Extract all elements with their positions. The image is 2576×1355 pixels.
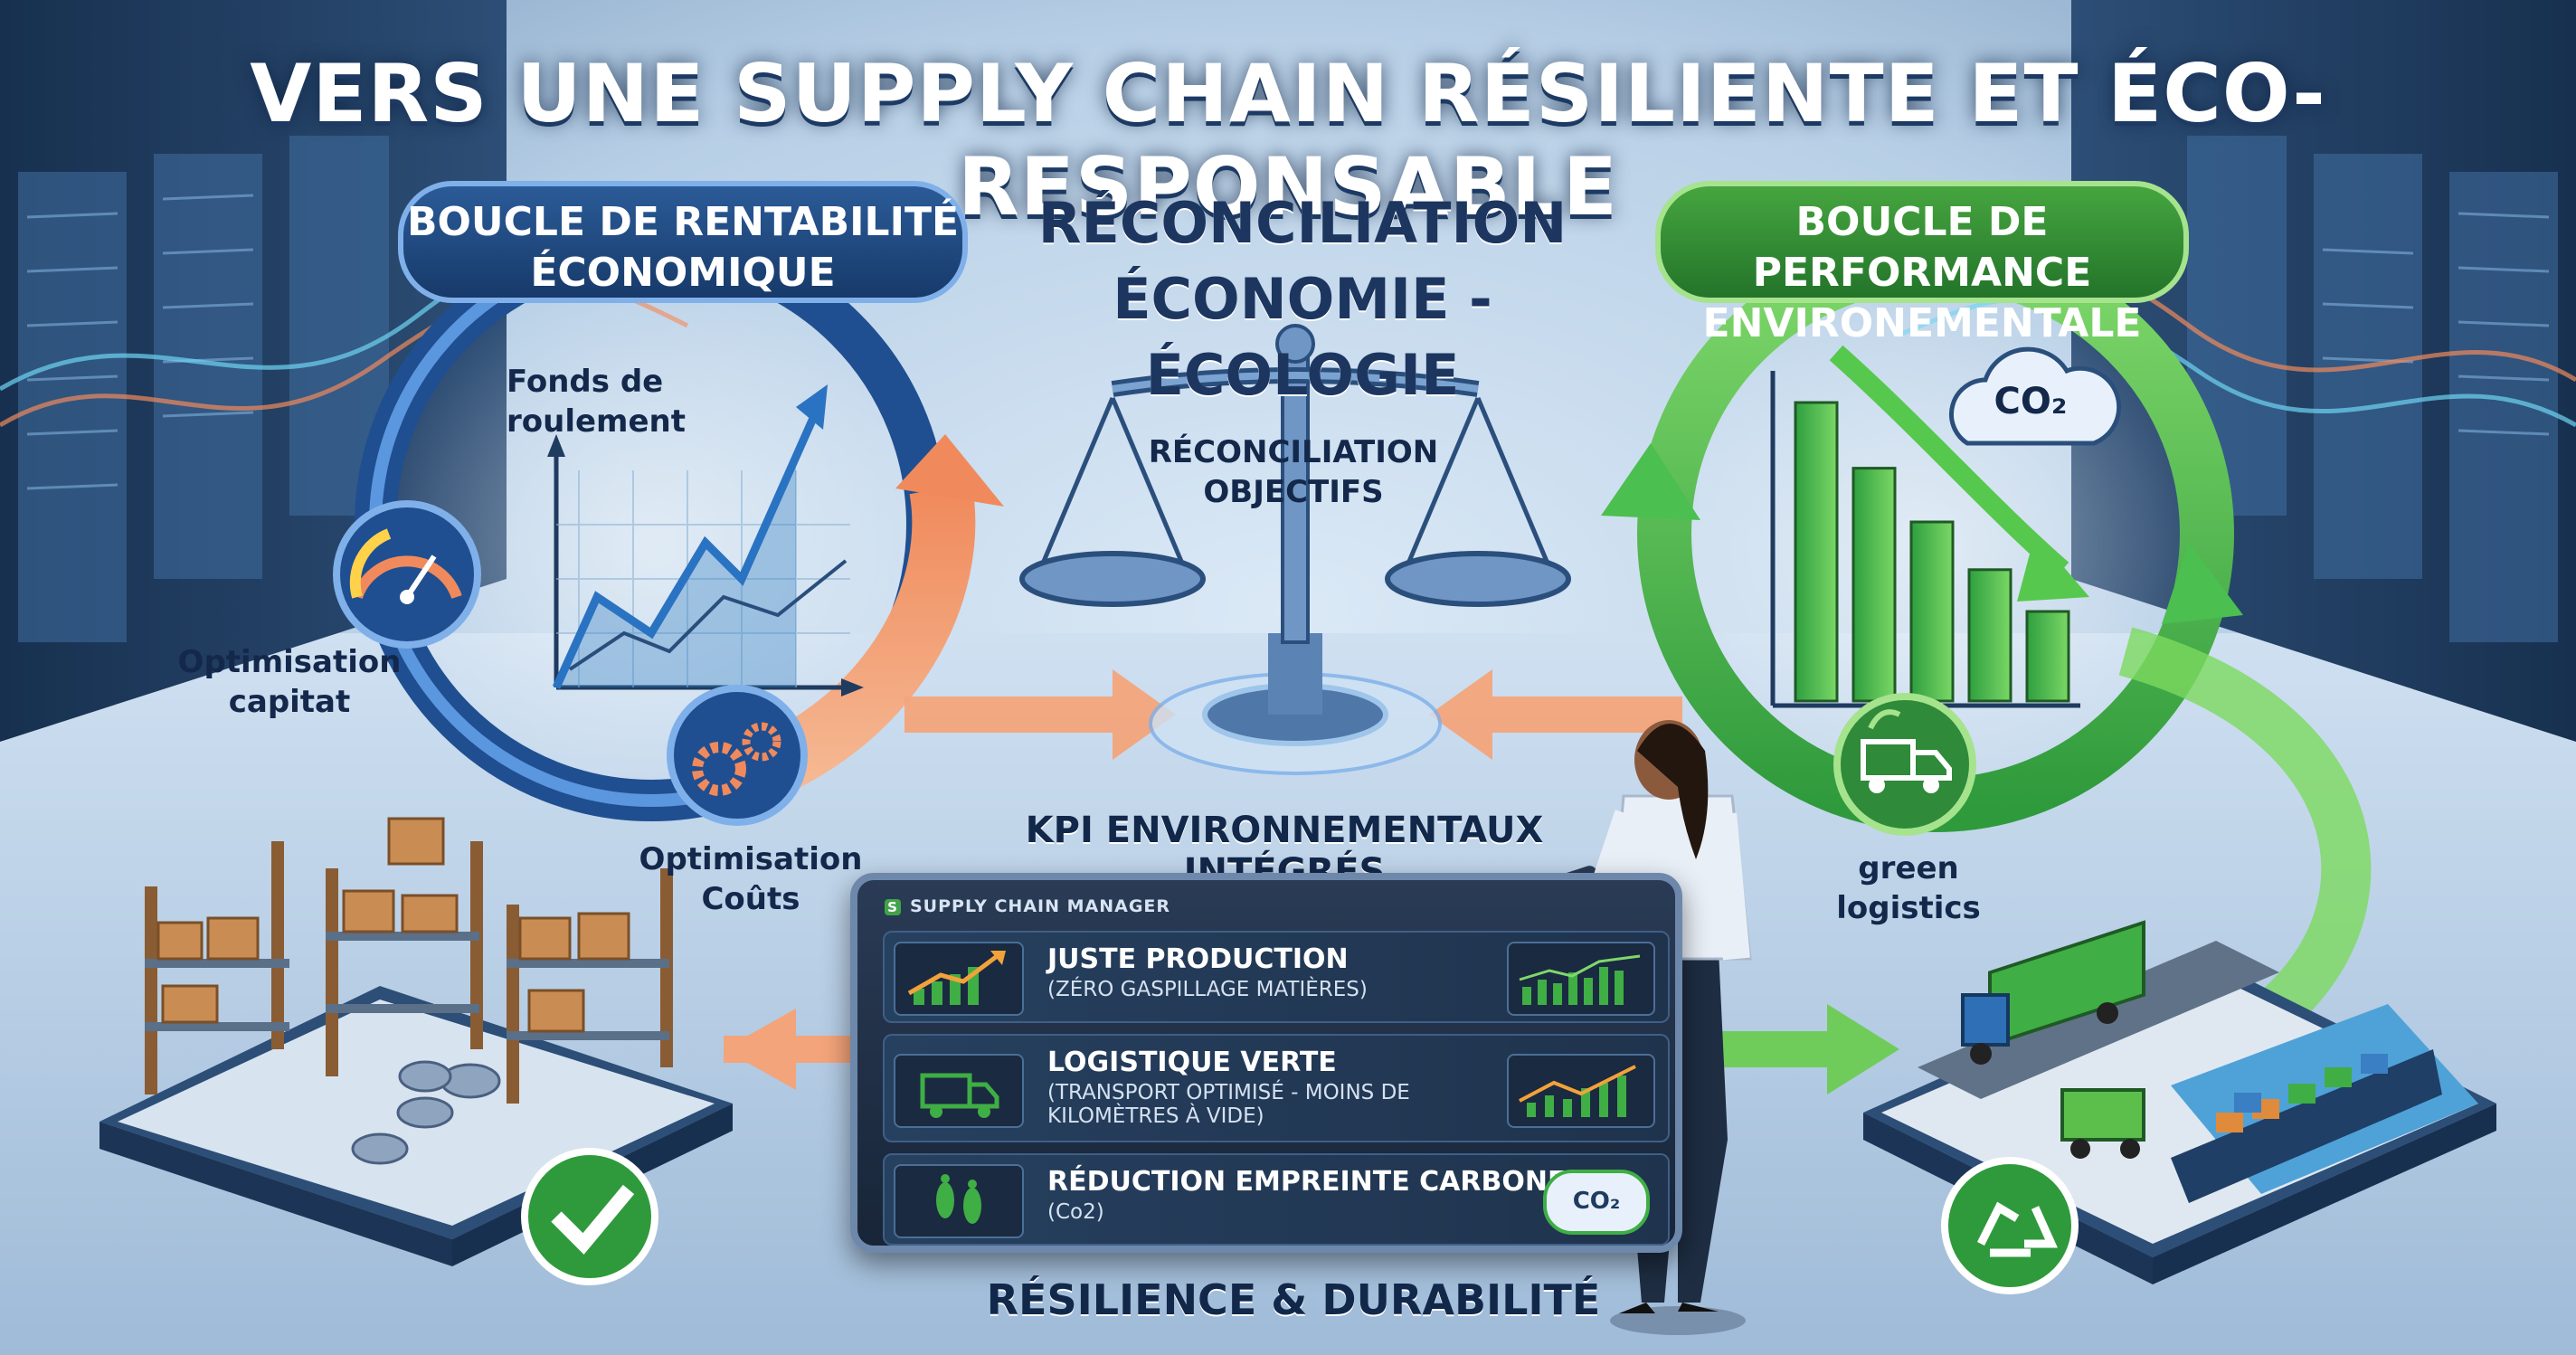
capital-optimisation-line2: capitat (228, 684, 351, 720)
environmental-loop-pill: BOUCLE DE PERFORMANCE ENVIRONEMENTALE (1655, 181, 2189, 346)
economic-loop-pill: BOUCLE DE RENTABILITÉ ÉCONOMIQUE (398, 181, 968, 303)
delivery-truck-icon (1833, 693, 1976, 836)
working-capital-line1: Fonds de (507, 364, 664, 400)
reconciliation-title-line2: ÉCONOMIE - ÉCOLOGIE (1113, 266, 1492, 408)
kpi-title: LOGISTIQUE VERTE (1047, 1047, 1337, 1078)
capital-optimisation-label: Optimisation capitat (163, 642, 416, 722)
kpi-title: RÉDUCTION EMPREINTE CARBONE (1047, 1166, 1567, 1198)
gauge-icon (333, 500, 481, 649)
kpi-subtitle: (Co2) (1047, 1200, 1104, 1224)
checkmark-icon (521, 1148, 658, 1285)
green-logistics-line1: green (1858, 850, 1959, 886)
economic-loop-title-line1: BOUCLE DE RENTABILITÉ (406, 199, 960, 245)
rising-chart-icon (894, 942, 1024, 1016)
capital-optimisation-line1: Optimisation (177, 644, 402, 680)
scale-label-line1: RÉCONCILIATION (1148, 434, 1439, 470)
footer-slogan: RÉSILIENCE & DURABILITÉ (986, 1275, 1601, 1324)
co2-badge-icon: CO₂ (1543, 1170, 1650, 1235)
kpi-subtitle: (ZÉRO GASPILLAGE MATIÈRES) (1047, 978, 1368, 1001)
emission-bar (1852, 467, 1897, 703)
green-logistics-label: green logistics (1800, 848, 2017, 928)
co2-cloud-label: CO₂ (1994, 381, 2068, 422)
cost-optimisation-label: Optimisation Coûts (624, 839, 877, 919)
panel-title: SUPPLY CHAIN MANAGER (910, 896, 1171, 916)
recycle-icon (1941, 1157, 2079, 1294)
gears-icon (667, 685, 808, 826)
emission-bar (1909, 520, 1955, 703)
kpi-title: JUSTE PRODUCTION (1047, 943, 1349, 975)
emission-bar (2025, 610, 2070, 703)
environmental-loop-title-line1: BOUCLE DE PERFORMANCE (1752, 199, 2092, 296)
scale-label: RÉCONCILIATION OBJECTIFS (1113, 432, 1474, 512)
truck-icon (894, 1054, 1024, 1128)
app-logo-icon: S (885, 899, 901, 915)
co2-cloud-icon (1949, 346, 2122, 446)
emission-bar (1967, 568, 2012, 703)
reconciliation-title: RÉCONCILIATION ÉCONOMIE - ÉCOLOGIE (995, 185, 1610, 413)
scale-label-line2: OBJECTIFS (1203, 474, 1384, 510)
emission-bar (1794, 401, 1839, 703)
kpi-row-production[interactable]: JUSTE PRODUCTION (ZÉRO GASPILLAGE MATIÈR… (883, 931, 1670, 1023)
cost-optimisation-line2: Coûts (701, 881, 800, 917)
kpi-dashboard-panel: S SUPPLY CHAIN MANAGER JUSTE PRODUCTION (… (850, 873, 1682, 1253)
mini-line-chart-icon (1507, 1054, 1655, 1128)
panel-header: S SUPPLY CHAIN MANAGER (885, 896, 1170, 916)
kpi-subtitle: (TRANSPORT OPTIMISÉ - MOINS DE KILOMÈTRE… (1047, 1081, 1410, 1128)
working-capital-line2: roulement (507, 403, 686, 440)
cost-optimisation-line1: Optimisation (639, 841, 863, 877)
working-capital-label: Fonds de roulement (507, 362, 696, 441)
emissions-bars (1794, 401, 2070, 703)
economic-loop-title-line2: ÉCONOMIQUE (530, 250, 836, 296)
environmental-loop-title-line2: ENVIRONEMENTALE (1702, 300, 2142, 346)
kpi-row-logistics[interactable]: LOGISTIQUE VERTE (TRANSPORT OPTIMISÉ - M… (883, 1034, 1670, 1142)
footprints-icon (894, 1164, 1024, 1238)
balance-scale-icon (1019, 324, 1571, 775)
mini-bar-chart-icon (1507, 942, 1655, 1016)
reconciliation-title-line1: RÉCONCILIATION (1037, 190, 1567, 256)
green-logistics-line2: logistics (1836, 890, 1981, 926)
kpi-row-carbon[interactable]: RÉDUCTION EMPREINTE CARBONE (Co2) CO₂ (883, 1153, 1670, 1246)
page-title: VERS UNE SUPPLY CHAIN RÉSILIENTE ET ÉCO-… (250, 47, 2326, 233)
